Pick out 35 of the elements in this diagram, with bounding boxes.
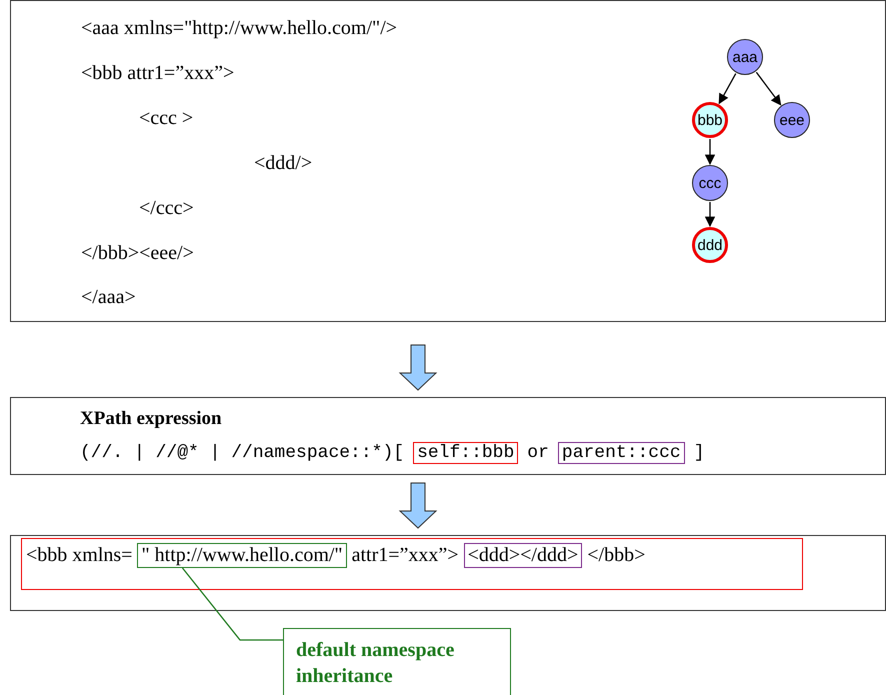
code-line: </ccc>	[139, 197, 194, 219]
markup-text: attr1=”xxx”>	[352, 544, 459, 567]
panel-heading: XPath expression	[80, 408, 222, 430]
tree-arrow	[756, 72, 782, 106]
highlighted-markup: " http://www.hello.com/"	[137, 543, 347, 568]
selected-element-box	[21, 538, 803, 590]
code-line: <ccc >	[139, 107, 194, 129]
expression-text: ]	[694, 443, 705, 463]
code-line: <ddd/>	[254, 152, 312, 174]
markup-text: <bbb xmlns=	[26, 544, 132, 567]
leader-line	[182, 568, 283, 641]
tree-node: eee	[774, 102, 810, 138]
highlighted-tree-node: ddd	[692, 227, 728, 263]
code-line: <aaa xmlns="http://www.hello.com/"/>	[81, 17, 398, 39]
expression-text: or	[527, 443, 549, 463]
highlighted-tree-node: bbb	[692, 102, 728, 138]
tree-arrow	[704, 202, 716, 228]
callout-box: default namespace inheritance	[283, 628, 511, 695]
code-panel	[10, 0, 886, 322]
highlighted-markup: <ddd></ddd>	[464, 543, 582, 568]
tree-arrow	[718, 73, 736, 104]
tree-node: ccc	[692, 165, 728, 201]
expression-text: (//. | //@* | //namespace::*)[	[80, 443, 404, 463]
code-line: </bbb><eee/>	[81, 242, 194, 264]
xpath-panel	[10, 397, 886, 475]
code-line: <bbb attr1=”xxx”>	[81, 62, 234, 84]
highlighted-expression: self::bbb	[413, 442, 518, 464]
tree-node: aaa	[727, 39, 763, 75]
block-arrow	[398, 344, 438, 391]
highlighted-expression: parent::ccc	[558, 442, 685, 464]
tree-arrow	[704, 139, 716, 166]
result-panel	[10, 535, 886, 611]
block-arrow	[398, 482, 438, 529]
markup-text: </bbb>	[587, 544, 646, 567]
code-line: </aaa>	[81, 286, 136, 308]
